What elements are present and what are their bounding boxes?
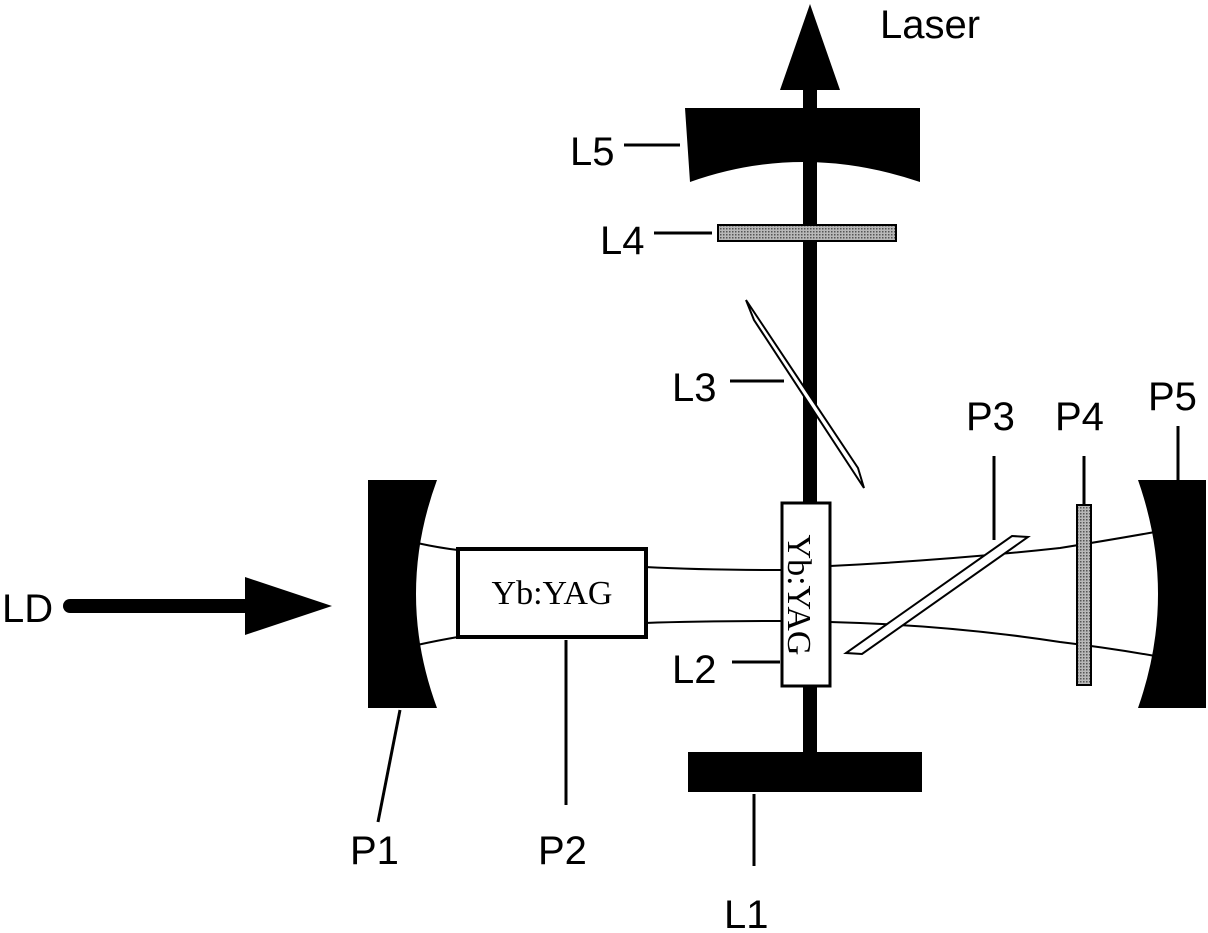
tilted-plate-p3 [843, 534, 1031, 656]
rear-mirror-l1 [688, 752, 922, 792]
input-mirror-p1 [368, 480, 437, 708]
crystal-l2 [780, 501, 832, 688]
label-p1: P1 [350, 829, 399, 873]
crystal-p2 [456, 547, 648, 639]
label-l4: L4 [600, 219, 645, 263]
output-mirror-l5 [685, 108, 920, 182]
leader-line-p1 [376, 709, 402, 823]
end-mirror-p5 [1138, 480, 1206, 708]
label-ld: LD [2, 587, 53, 631]
tilted-plate-l3 [745, 299, 865, 489]
label-l1: L1 [724, 893, 769, 933]
label-l2: L2 [672, 648, 717, 692]
crystal-l2-text: Yb:YAG [780, 535, 817, 656]
label-p2: P2 [538, 829, 587, 873]
output-arrow-head [780, 4, 840, 90]
ld-pump-arrow-head [245, 577, 332, 635]
label-laser: Laser [880, 3, 980, 47]
label-p4: P4 [1055, 395, 1104, 439]
label-l5: L5 [570, 130, 615, 174]
label-p3: P3 [966, 395, 1015, 439]
filter-l4 [717, 224, 897, 242]
label-l3: L3 [672, 366, 717, 410]
pump-beam-upper [416, 531, 1156, 571]
label-p5: P5 [1148, 375, 1197, 419]
filter-p4 [1076, 504, 1092, 686]
crystal-p2-text: Yb:YAG [492, 575, 613, 612]
